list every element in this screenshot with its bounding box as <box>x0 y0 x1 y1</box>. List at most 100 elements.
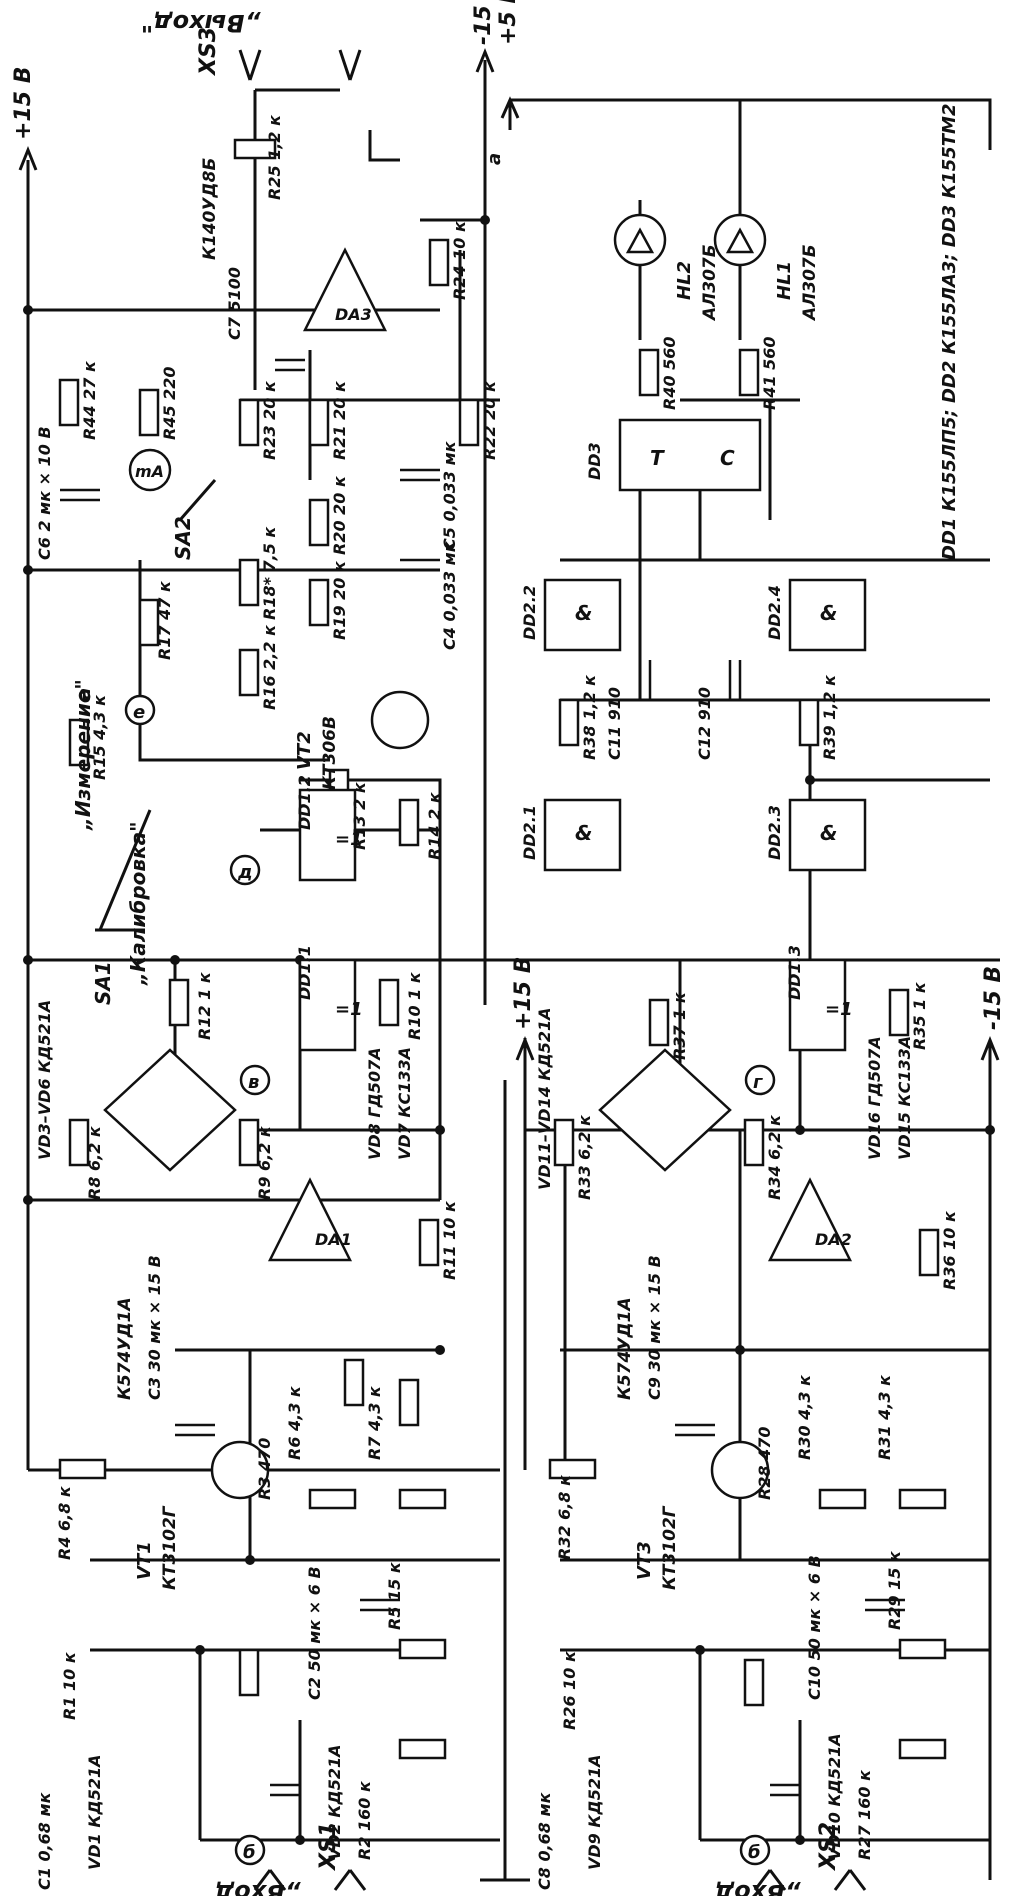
capacitor-c9 <box>675 1423 715 1437</box>
resistor-r36 <box>918 1228 940 1277</box>
labels: +15 В -15 В +5 В -15 В +15 В XS3 XS1 XS2… <box>11 0 1006 1896</box>
label-sa1: SA1 <box>91 961 115 1005</box>
resistor-r5 <box>398 1638 447 1660</box>
resistor-r9 <box>238 1118 260 1167</box>
opamp-da3 <box>302 247 388 332</box>
capacitor-c5 <box>400 468 440 482</box>
value-r3: R3 470 <box>255 1438 274 1500</box>
value-c10: С10 50 мк × 6 В <box>805 1555 824 1700</box>
resistor-r17 <box>138 598 160 647</box>
value-vt2-type: КТ306В <box>320 716 340 790</box>
testpoint-g <box>229 854 261 886</box>
resistor-r33 <box>553 1118 575 1167</box>
connector-xs2 <box>753 1869 867 1891</box>
label-input2: „Вход" <box>702 1879 801 1896</box>
value-r38: R38 1,2 к <box>580 674 599 760</box>
resistor-r10 <box>378 978 400 1027</box>
connector-xs1 <box>253 1869 367 1891</box>
connector-xs3 <box>238 49 362 81</box>
value-r30: R30 4,3 к <box>795 1374 814 1460</box>
resistor-r31 <box>898 1488 947 1510</box>
value-vt1-type: КТ3102Г <box>160 1505 180 1590</box>
gate-dd1-3 <box>788 958 847 1052</box>
resistor-r15 <box>68 718 90 767</box>
resistor-r21 <box>308 398 330 447</box>
legend: DD1 К155ЛП5; DD2 К155ЛА3; DD3 К155ТМ2 <box>939 104 960 560</box>
value-c7: С7 5100 <box>225 267 244 340</box>
value-r26: R26 10 к <box>560 1650 579 1730</box>
value-r15: R15 4,3 к <box>90 694 109 780</box>
resistor-r45 <box>138 388 160 437</box>
tp-a2-letter: а <box>74 688 95 700</box>
value-c2: С2 50 мк × 6 В <box>305 1566 324 1700</box>
resistor-r23 <box>238 398 260 447</box>
gate-dd1-1 <box>298 958 357 1052</box>
resistor-r19 <box>308 578 330 627</box>
resistor-r32 <box>548 1458 597 1480</box>
resistor-r1 <box>238 1648 260 1697</box>
resistor-r16 <box>238 648 260 697</box>
resistor-r38 <box>558 698 580 747</box>
label-output: „Выход" <box>141 9 261 37</box>
label-vt1: VT1 <box>134 1541 155 1580</box>
resistor-r11 <box>418 1218 440 1267</box>
value-c12: С12 910 <box>695 687 714 760</box>
value-vd9: VD9 КД521А <box>585 1755 604 1870</box>
tp-a1-letter: а <box>484 153 505 165</box>
value-vd1: VD1 КД521А <box>85 1755 104 1870</box>
value-c11: С11 910 <box>605 687 624 760</box>
value-r19: R19 20 к <box>330 560 349 640</box>
capacitor-c11 <box>638 660 652 700</box>
value-r34: R34 6,2 к <box>765 1114 784 1200</box>
tp-b1-letter: б <box>243 1842 256 1863</box>
capacitor-c1 <box>270 1783 300 1797</box>
value-r32: R32 6,8 к <box>555 1474 574 1560</box>
gate-dd2-4 <box>788 578 867 652</box>
diode-bridge-vd11-vd14 <box>598 1048 732 1172</box>
switch-sa1 <box>98 809 152 931</box>
meter-pa1-symbol: mA <box>135 462 164 481</box>
meter-pa1 <box>128 448 172 492</box>
value-r13: R13 2 к <box>350 781 369 850</box>
chip-dd23: DD2.3 <box>765 805 784 860</box>
capacitor-c10 <box>865 1598 905 1612</box>
value-r40: R40 560 <box>660 336 679 410</box>
value-r10: R10 1 к <box>405 971 424 1040</box>
value-r8: R8 6,2 к <box>85 1125 104 1200</box>
gate-dd13-symbol: =1 <box>825 999 853 1020</box>
value-vd8: VD8 ГД507А <box>365 1047 384 1160</box>
chip-da1: DA1 <box>315 1230 352 1249</box>
value-r27: R27 160 к <box>855 1769 874 1860</box>
gate-dd21-symbol: & <box>575 821 592 845</box>
label-calibrate: „Калибровка" <box>126 821 150 986</box>
label-xs2: XS2 <box>816 1822 841 1872</box>
chip-dd22: DD2.2 <box>520 585 539 640</box>
value-vd2: VD2 КД521А <box>325 1745 344 1860</box>
value-r14: R14 2 к <box>425 791 444 860</box>
resistor-r25 <box>233 138 277 160</box>
resistor-r30 <box>818 1488 867 1510</box>
opamp-da1 <box>267 1177 353 1262</box>
value-r4: R4 6,8 к <box>55 1485 74 1560</box>
value-r24: R24 10 к <box>450 220 469 300</box>
tp-v-letter: в <box>248 1072 259 1093</box>
value-r39: R39 1,2 к <box>820 674 839 760</box>
capacitor-c7 <box>275 358 305 372</box>
rail-minus15-bottom: -15 В <box>981 966 1006 1030</box>
gate-dd12-symbol: =1 <box>335 829 363 850</box>
capacitor-c2 <box>360 1598 400 1612</box>
flipflop-dd3 <box>618 418 762 492</box>
gate-dd1-2 <box>298 788 357 882</box>
resistor-r8 <box>68 1118 90 1167</box>
tp-d-letter: г <box>753 1072 763 1093</box>
resistor-r29 <box>898 1638 947 1660</box>
resistor-r34 <box>743 1118 765 1167</box>
value-c5: С5 0,033 мк <box>440 440 459 550</box>
value-da2-type: К574УД1А <box>615 1297 635 1400</box>
capacitor-c3 <box>175 1423 215 1437</box>
value-r11: R11 10 к <box>440 1200 459 1280</box>
resistor-r12 <box>168 978 190 1027</box>
rail-plus15: +15 В <box>11 67 36 140</box>
resistor-r41 <box>738 348 760 397</box>
